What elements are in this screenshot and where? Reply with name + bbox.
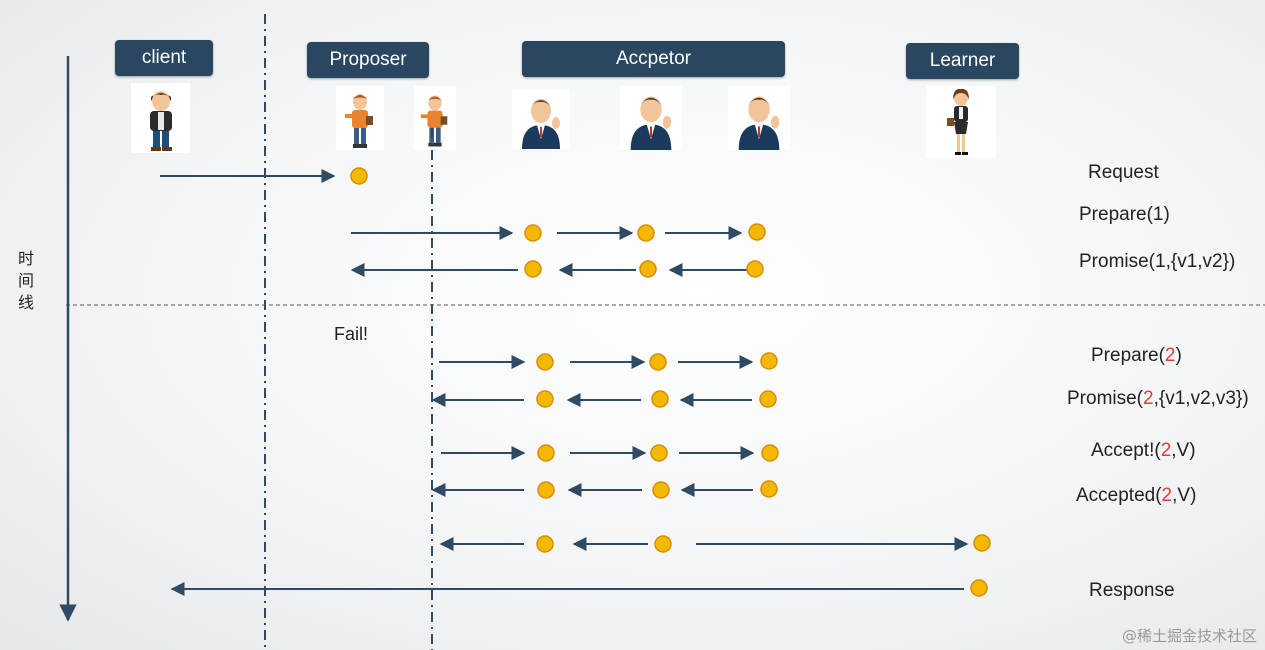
msg-promise-2: Promise(2,{v1,v2,v3}): [1067, 388, 1249, 410]
proposer-role-label: Proposer: [307, 42, 429, 78]
message-node: [651, 390, 669, 408]
client-role-label: client: [115, 40, 213, 76]
message-node: [650, 444, 668, 462]
msg-text: ,{v1,v2,v3}): [1153, 388, 1249, 409]
client-avatar: [131, 83, 190, 153]
message-node: [639, 260, 657, 278]
message-node: [760, 352, 778, 370]
message-node: [748, 223, 766, 241]
proposal-number: 2: [1161, 485, 1173, 506]
message-node: [536, 353, 554, 371]
proposal-number: 2: [1143, 388, 1154, 409]
proposal-number: 2: [1160, 440, 1172, 461]
acceptor-avatar-3: [728, 86, 790, 150]
fail-text: Fail!: [334, 324, 369, 344]
acceptor-avatar-2: [620, 86, 682, 150]
msg-accepted: Accepted(2,V): [1076, 485, 1196, 507]
msg-response: Response: [1089, 580, 1175, 601]
msg-text: Promise(: [1067, 388, 1144, 409]
learner-role-label: Learner: [906, 43, 1019, 79]
acceptor-avatar-1: [512, 89, 570, 149]
message-node: [973, 534, 991, 552]
message-node: [761, 444, 779, 462]
proposer-avatar-1: [336, 86, 384, 150]
message-node: [970, 579, 988, 597]
msg-prepare-1: Prepare(1): [1079, 204, 1170, 225]
message-node: [537, 481, 555, 499]
message-node: [637, 224, 655, 242]
timeline-char: 间: [18, 271, 35, 290]
msg-promise-1: Promise(1,{v1,v2}): [1079, 251, 1236, 272]
msg-prepare-2: Prepare(2): [1091, 345, 1182, 367]
timeline-char: 时: [18, 249, 35, 268]
msg-text: ,V): [1172, 485, 1197, 506]
msg-text: ): [1175, 345, 1182, 366]
watermark: @稀土掘金技术社区: [1121, 627, 1257, 645]
message-node: [746, 260, 764, 278]
msg-text: Accepted(: [1076, 485, 1162, 506]
msg-text: Prepare(: [1091, 345, 1165, 366]
msg-accept: Accept!(2,V): [1091, 440, 1196, 462]
message-node: [654, 535, 672, 553]
message-node: [350, 167, 368, 185]
message-node: [652, 481, 670, 499]
message-node: [536, 535, 554, 553]
timeline-label: 时 间 线: [18, 248, 40, 314]
msg-text: ,V): [1171, 440, 1196, 461]
acceptor-role-label: Accpetor: [522, 41, 785, 77]
proposer-avatar-2: [414, 86, 456, 150]
msg-text: Accept!(: [1091, 440, 1161, 461]
message-node: [760, 480, 778, 498]
message-node: [537, 444, 555, 462]
msg-request: Request: [1088, 162, 1159, 183]
message-node: [524, 224, 542, 242]
message-node: [649, 353, 667, 371]
timeline-char: 线: [18, 293, 35, 312]
message-node: [524, 260, 542, 278]
proposal-number: 2: [1164, 345, 1176, 366]
message-node: [759, 390, 777, 408]
learner-avatar: [926, 86, 996, 158]
message-node: [536, 390, 554, 408]
